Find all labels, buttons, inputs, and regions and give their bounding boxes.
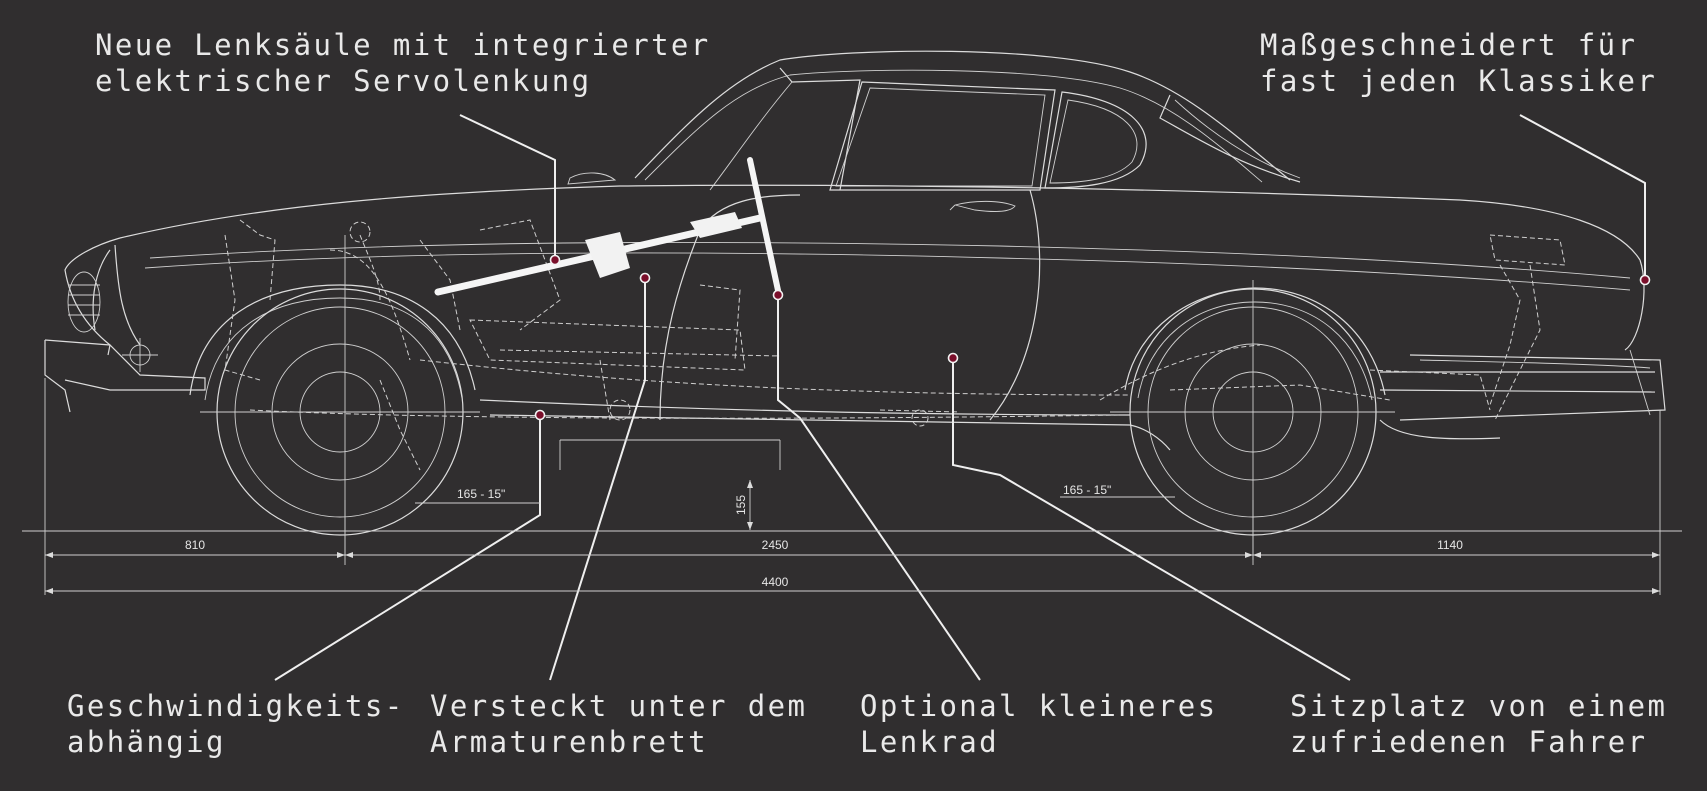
marker-dashboard bbox=[639, 272, 651, 284]
dim-rear-overhang: 1140 bbox=[1437, 538, 1463, 552]
dim-front-overhang: 810 bbox=[185, 538, 205, 552]
callout-steering-column: Neue Lenksäule mit integrierter elektris… bbox=[95, 27, 711, 99]
callout-line: Neue Lenksäule mit integrierter bbox=[95, 28, 711, 62]
dim-overall-length: 4400 bbox=[762, 575, 789, 589]
callout-line: Lenkrad bbox=[860, 725, 1000, 759]
callout-smaller-wheel: Optional kleineres Lenkrad bbox=[860, 688, 1217, 760]
dim-ground-clearance: 155 bbox=[734, 495, 748, 515]
car-body-outline bbox=[44, 50, 1666, 451]
callout-happy-driver: Sitzplatz von einem zufriedenen Fahrer bbox=[1290, 688, 1667, 760]
marker-seat bbox=[947, 352, 959, 364]
callout-markers bbox=[534, 254, 1651, 421]
dim-tire-front: 165 - 15" bbox=[457, 487, 505, 501]
callout-line: Maßgeschneidert für bbox=[1260, 28, 1638, 62]
callout-speed-dependent: Geschwindigkeits- abhängig bbox=[67, 688, 405, 760]
callout-hidden-dashboard: Versteckt unter dem Armaturenbrett bbox=[430, 688, 807, 760]
marker-steering-column bbox=[549, 254, 561, 266]
callout-line: fast jeden Klassiker bbox=[1260, 64, 1658, 98]
marker-speed bbox=[534, 409, 546, 421]
dim-tire-rear: 165 - 15" bbox=[1063, 483, 1111, 497]
chassis-dashed-details bbox=[224, 219, 1566, 471]
marker-rear bbox=[1639, 274, 1651, 286]
front-wheel bbox=[189, 235, 480, 555]
callout-line: Geschwindigkeits- bbox=[67, 689, 405, 723]
marker-steering-wheel bbox=[772, 289, 784, 301]
callout-line: Sitzplatz von einem bbox=[1290, 689, 1668, 723]
dim-wheelbase: 2450 bbox=[762, 538, 789, 552]
callout-line: elektrischer Servolenkung bbox=[95, 64, 592, 98]
callout-line: Armaturenbrett bbox=[430, 725, 709, 759]
callout-line: zufriedenen Fahrer bbox=[1290, 725, 1648, 759]
leader-lines bbox=[274, 114, 1646, 681]
callout-line: Versteckt unter dem bbox=[430, 689, 808, 723]
callout-line: Optional kleineres bbox=[860, 689, 1218, 723]
rear-wheel bbox=[1110, 280, 1395, 560]
callout-line: abhängig bbox=[67, 725, 226, 759]
callout-fits-classics: Maßgeschneidert für fast jeden Klassiker bbox=[1260, 27, 1657, 99]
steering-column bbox=[434, 157, 782, 298]
dimension-lines: 810 2450 1140 4400 155 165 - 15" 165 - 1… bbox=[22, 378, 1682, 595]
